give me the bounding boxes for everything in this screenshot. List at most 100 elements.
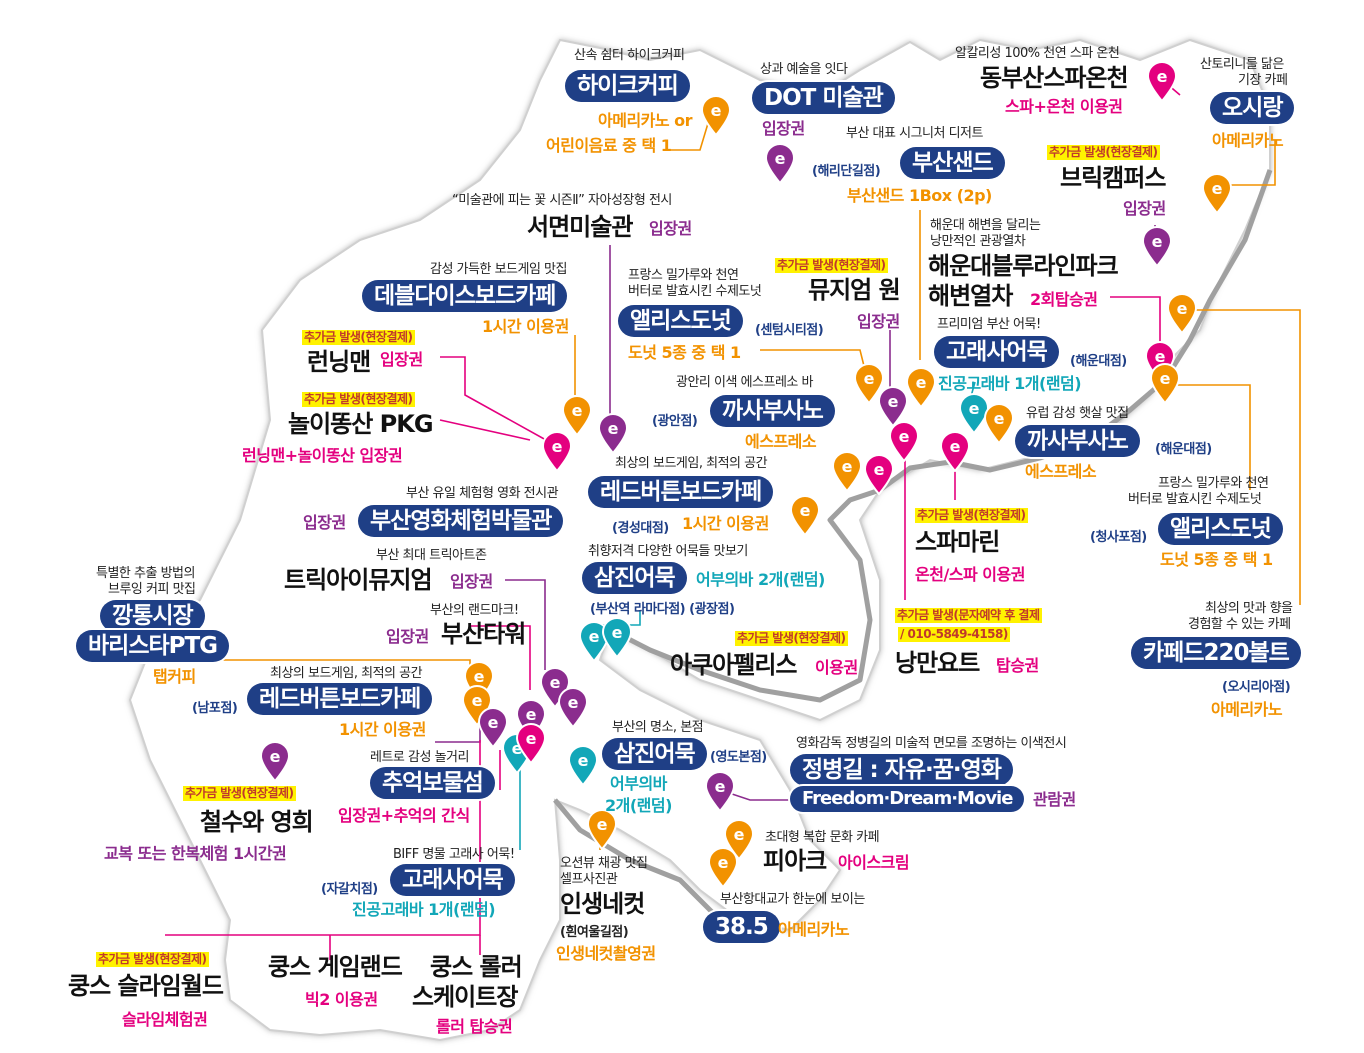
samjin1-title[interactable]: 삼진어묵 bbox=[582, 562, 687, 594]
b385-reward: 아메리카노 bbox=[778, 920, 850, 939]
osirang-title[interactable]: 오시랑 bbox=[1210, 92, 1295, 124]
svg-text:e: e bbox=[608, 419, 619, 438]
tower-reward: 입장권 bbox=[386, 627, 429, 646]
pin-marker-haike[interactable]: e bbox=[699, 94, 733, 136]
film-title[interactable]: 부산영화체험박물관 bbox=[358, 505, 564, 537]
pin-marker-spa[interactable]: e bbox=[938, 430, 972, 472]
alice2-desc-2: 버터로 발효시킨 수제도넛 bbox=[1128, 492, 1262, 507]
pin-marker-kungs[interactable]: e bbox=[514, 722, 548, 764]
red2-title[interactable]: 레드버튼보드카페 bbox=[247, 683, 433, 715]
pin-marker-table[interactable]: e bbox=[560, 394, 594, 436]
pin-marker-kkasa2[interactable]: e bbox=[982, 402, 1016, 444]
tower-desc: 부산의 랜드마크! bbox=[430, 603, 519, 618]
pin-marker-brick[interactable]: e bbox=[1140, 225, 1174, 267]
pin-marker-samjin1a[interactable]: e bbox=[577, 620, 611, 662]
pin-marker-running[interactable]: e bbox=[540, 430, 574, 472]
jeong-title-1[interactable]: 정병길 : 자유·꿈·영화 bbox=[790, 754, 1013, 786]
running-title[interactable]: 런닝맨 bbox=[307, 348, 371, 376]
cheolsu-title[interactable]: 철수와 영희 bbox=[200, 808, 314, 836]
b385-title[interactable]: 38.5 bbox=[703, 911, 780, 943]
slime-title[interactable]: 쿵스 슬라임월드 bbox=[68, 972, 224, 1000]
alice2-title[interactable]: 앨리스도넛 bbox=[1158, 513, 1283, 545]
pin-marker-piak[interactable]: e bbox=[722, 818, 756, 860]
roller-title-1[interactable]: 쿵스 롤러 bbox=[430, 953, 523, 981]
pin-marker-life4[interactable]: e bbox=[585, 808, 619, 850]
pin-marker-alice2[interactable]: e bbox=[1148, 362, 1182, 404]
pin-marker-kkasa1[interactable]: e bbox=[830, 450, 864, 492]
alice1-title[interactable]: 앨리스도넛 bbox=[618, 305, 743, 337]
table-title[interactable]: 데블다이스보드카페 bbox=[362, 280, 568, 312]
pin-marker-trick[interactable]: e bbox=[556, 686, 590, 728]
pin-marker-jeong[interactable]: e bbox=[703, 770, 737, 812]
alice2-reward: 도넛 5종 중 택 1 bbox=[1160, 550, 1273, 569]
cafe220-title[interactable]: 카페드220볼트 bbox=[1131, 637, 1301, 669]
cafe220-desc-2: 경험할 수 있는 카페 bbox=[1188, 617, 1291, 632]
location-pin-icon: e bbox=[567, 745, 599, 786]
gameland-title[interactable]: 쿵스 게임랜드 bbox=[268, 953, 403, 981]
museum1-title[interactable]: 뮤지엄 원 bbox=[808, 276, 901, 304]
pin-marker-alice1[interactable]: e bbox=[852, 362, 886, 404]
kkangtong-desc-2: 브루잉 커피 맛집 bbox=[108, 582, 196, 597]
yacht-title[interactable]: 낭만요트 bbox=[895, 649, 980, 677]
brick-reward: 입장권 bbox=[1123, 199, 1166, 218]
nori-extra-fee: 추가금 발생(현장결제) bbox=[302, 392, 415, 407]
life4-title[interactable]: 인생네컷 bbox=[560, 890, 645, 918]
kkasa2-title[interactable]: 까사부사노 bbox=[1015, 425, 1140, 457]
pin-marker-yacht[interactable]: e bbox=[887, 420, 921, 462]
memory-title[interactable]: 추억보물섬 bbox=[370, 767, 495, 799]
piak-title[interactable]: 피아크 bbox=[763, 847, 827, 875]
osirang-desc-1: 산토리니를 닮은 bbox=[1200, 57, 1284, 72]
dongbu-title[interactable]: 동부산스파온천 bbox=[980, 64, 1129, 92]
svg-text:e: e bbox=[969, 399, 980, 418]
pin-marker-seomyeon[interactable]: e bbox=[596, 412, 630, 454]
tower-title[interactable]: 부산타워 bbox=[441, 620, 526, 648]
pin-marker-osirang[interactable]: e bbox=[1200, 172, 1234, 214]
yacht-reward: 탑승권 bbox=[996, 656, 1039, 675]
spa-title[interactable]: 스파마린 bbox=[915, 528, 1000, 556]
nori-title[interactable]: 놀이똥산 PKG bbox=[288, 410, 434, 438]
kkasa1-title[interactable]: 까사부사노 bbox=[710, 395, 835, 427]
gosa2-title[interactable]: 고래사어묵 bbox=[390, 864, 515, 896]
kkangtong-title-2[interactable]: 바리스타PTG bbox=[76, 630, 230, 662]
haike-title[interactable]: 하이크커피 bbox=[565, 70, 690, 102]
samjin2-title[interactable]: 삼진어묵 bbox=[602, 738, 707, 770]
pin-marker-b385[interactable]: e bbox=[706, 846, 740, 888]
pin-marker-aqua[interactable]: e bbox=[862, 453, 896, 495]
gosa1-reward: 진공고래바 1개(랜덤) bbox=[938, 374, 1082, 393]
pin-marker-cheolsu[interactable]: e bbox=[258, 740, 292, 782]
pin-marker-cafe220[interactable]: e bbox=[1165, 292, 1199, 334]
location-pin-icon: e bbox=[586, 809, 618, 850]
svg-text:e: e bbox=[612, 623, 623, 642]
train-title-2[interactable]: 해변열차 bbox=[928, 282, 1013, 310]
location-pin-icon: e bbox=[601, 617, 633, 658]
pin-marker-dot[interactable]: e bbox=[763, 142, 797, 184]
memory-desc: 레트로 감성 놀거리 bbox=[370, 750, 469, 765]
pin-marker-samjin1b[interactable]: e bbox=[600, 616, 634, 658]
pin-marker-memory[interactable]: e bbox=[476, 706, 510, 748]
red1-title[interactable]: 레드버튼보드카페 bbox=[588, 476, 774, 508]
roller-title-2[interactable]: 스케이트장 bbox=[412, 983, 518, 1011]
kkangtong-title-1[interactable]: 깡통시장 bbox=[100, 600, 205, 632]
pin-marker-museum1[interactable]: e bbox=[876, 385, 910, 427]
kkangtong-desc-1: 특별한 추출 방법의 bbox=[96, 566, 195, 581]
pin-marker-gosa1[interactable]: e bbox=[957, 392, 991, 434]
gosa1-title[interactable]: 고래사어묵 bbox=[934, 336, 1059, 368]
pin-marker-dongbu[interactable]: e bbox=[1145, 60, 1179, 102]
aqua-title[interactable]: 아쿠아펠리스 bbox=[670, 651, 797, 679]
seomyeon-title[interactable]: 서면미술관 bbox=[527, 213, 633, 241]
sand-title[interactable]: 부산샌드 bbox=[900, 147, 1005, 179]
jeong-title-2[interactable]: Freedom·Dream·Movie bbox=[790, 786, 1025, 812]
dot-desc: 상과 예술을 잇다 bbox=[760, 62, 848, 77]
train-title-1[interactable]: 해운대블루라인파크 bbox=[928, 252, 1119, 280]
table-desc: 감성 가득한 보드게임 맛집 bbox=[430, 262, 567, 277]
pin-marker-samjin2[interactable]: e bbox=[566, 744, 600, 786]
red1-reward: 1시간 이용권 bbox=[682, 514, 769, 533]
dot-title[interactable]: DOT 미술관 bbox=[752, 82, 895, 114]
pin-marker-red1[interactable]: e bbox=[788, 494, 822, 536]
brick-title[interactable]: 브릭캠퍼스 bbox=[1060, 164, 1166, 192]
pin-marker-sand[interactable]: e bbox=[904, 366, 938, 408]
cafe220-reward: 아메리카노 bbox=[1211, 700, 1283, 719]
trick-title[interactable]: 트릭아이뮤지엄 bbox=[284, 566, 433, 594]
location-pin-icon: e bbox=[888, 421, 920, 462]
samjin1-reward: 어부의바 2개(랜덤) bbox=[696, 570, 825, 589]
